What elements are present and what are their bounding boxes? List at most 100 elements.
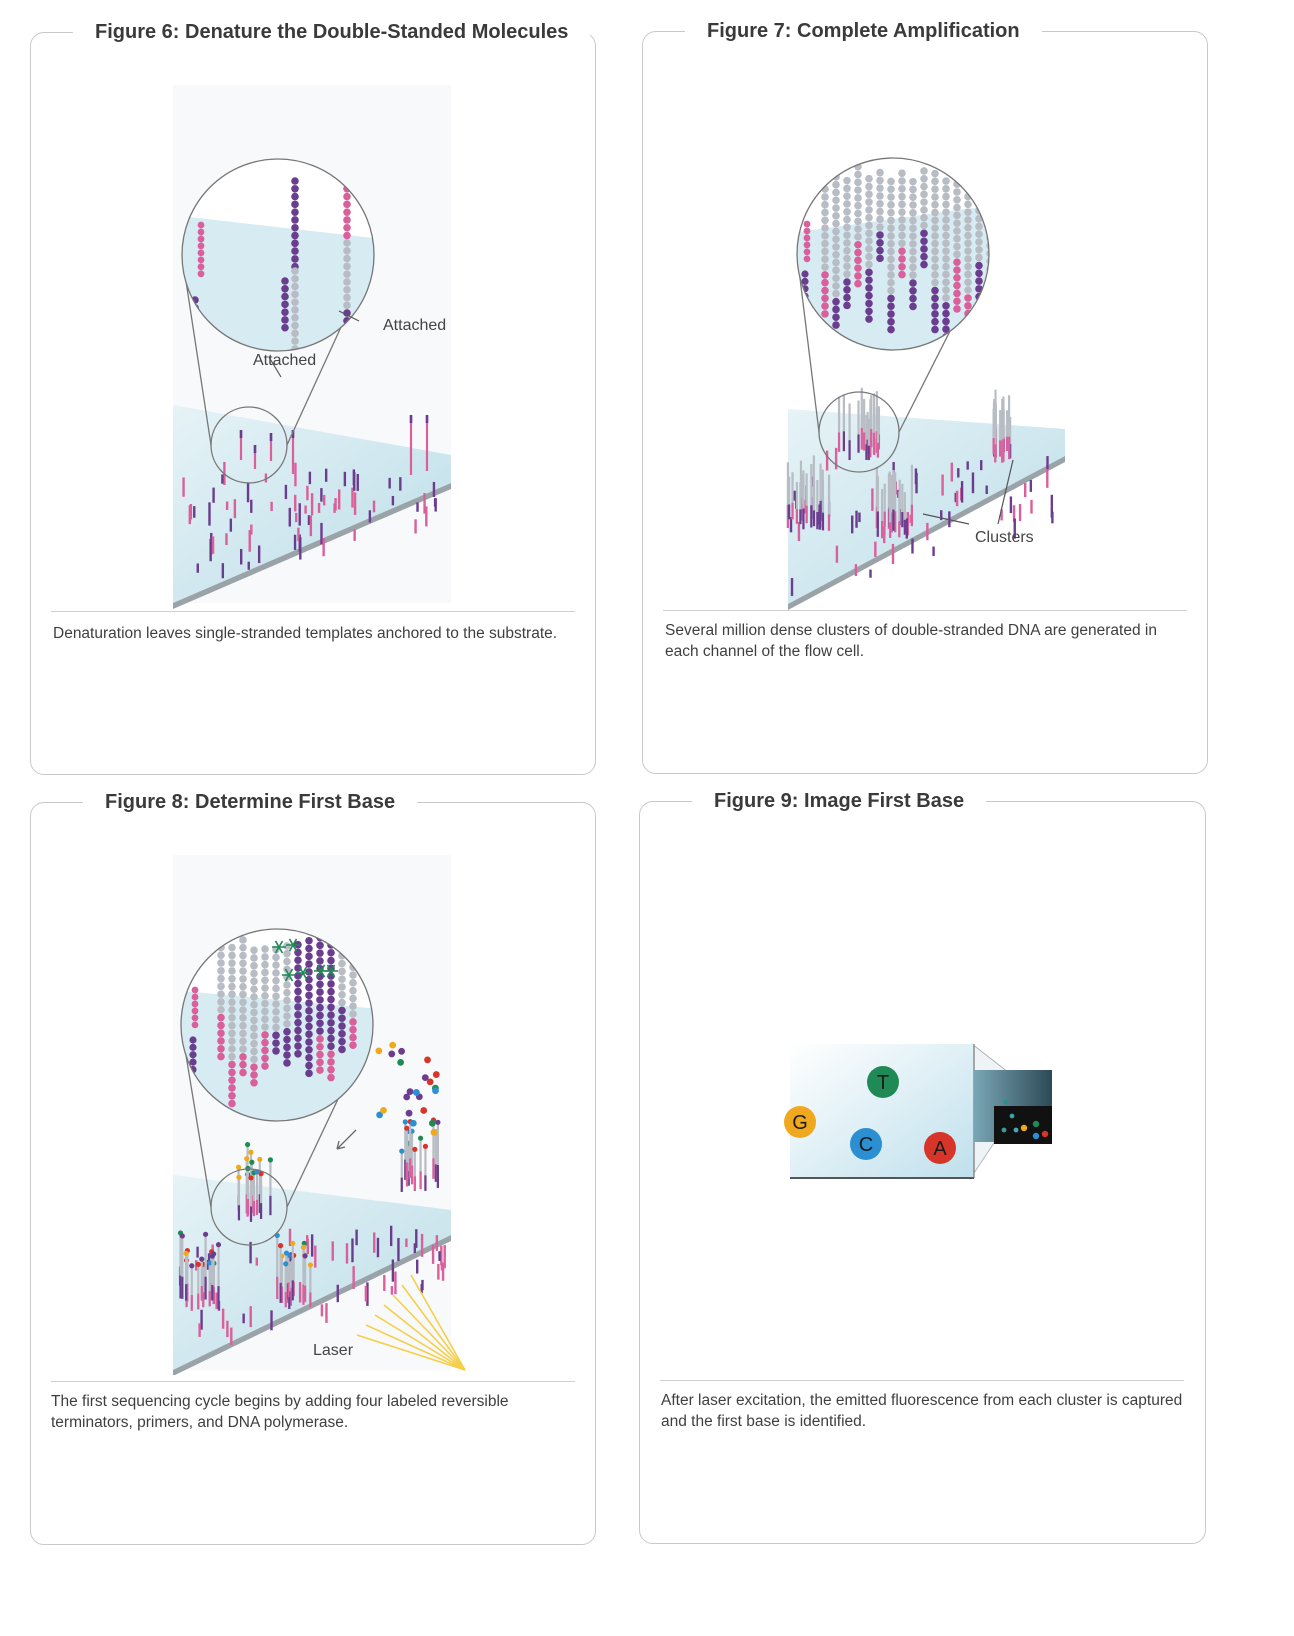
bead [343, 216, 351, 224]
bead [217, 1005, 225, 1014]
bead [191, 986, 199, 994]
bead [832, 188, 840, 197]
figure-6-panel: Figure 6: Denature the Double-Standed Mo… [30, 17, 596, 775]
bead [887, 310, 895, 318]
figure-8-illustration: Laser [173, 855, 466, 1375]
figure-8-title: Figure 8: Determine First Base [83, 787, 418, 817]
bead [189, 1058, 197, 1066]
bead [931, 193, 939, 201]
bead [964, 169, 972, 177]
bead [865, 315, 873, 323]
bead [986, 226, 989, 234]
bead [338, 1014, 346, 1023]
camera-dot [1001, 1127, 1007, 1133]
bead [343, 285, 351, 294]
fluor-star [292, 938, 298, 946]
bead [843, 231, 851, 239]
bead [291, 208, 299, 216]
terminator [244, 1156, 250, 1162]
bead [953, 188, 961, 196]
bead [228, 1099, 236, 1108]
bead [931, 310, 939, 318]
bead [197, 235, 205, 243]
figure-6-illustration: Attached Attached [173, 85, 451, 609]
bead [942, 177, 950, 185]
bead [986, 312, 989, 320]
bead [865, 182, 873, 191]
bead [909, 287, 917, 295]
bead [942, 192, 950, 201]
bead [305, 936, 313, 945]
bead [865, 229, 873, 238]
bead [338, 1037, 346, 1046]
bead [953, 274, 961, 282]
bead [920, 190, 928, 199]
bead [291, 267, 299, 275]
bead [854, 170, 862, 179]
terminator [417, 1135, 424, 1141]
bead [865, 268, 873, 277]
terminator [302, 1253, 308, 1259]
fluor-star [316, 970, 322, 978]
bead [305, 975, 313, 984]
bead [964, 294, 972, 302]
bead [261, 1015, 269, 1024]
bead [272, 1031, 280, 1040]
magnifier-large [796, 157, 990, 351]
bead [228, 990, 236, 999]
bead [305, 1022, 313, 1031]
bead [832, 180, 840, 189]
nucleotide [413, 1089, 420, 1096]
nucleotide [380, 1106, 387, 1114]
bead [854, 240, 862, 249]
bead [261, 945, 269, 953]
bead [281, 308, 289, 316]
base-t-spot [867, 1066, 899, 1098]
bead [865, 252, 873, 261]
bead [876, 168, 884, 177]
bead [975, 160, 983, 168]
bead [821, 216, 829, 225]
bead [942, 348, 950, 350]
bead [898, 177, 906, 185]
terminator [404, 1125, 410, 1131]
bead [931, 263, 939, 271]
bead [843, 246, 851, 255]
nucleotide [432, 1087, 439, 1095]
bead [327, 1050, 335, 1058]
bead [239, 1045, 247, 1053]
bead [261, 1046, 269, 1055]
nucleotide [398, 1047, 405, 1055]
bead [189, 1036, 197, 1044]
terminator [248, 1175, 254, 1181]
bead [942, 184, 950, 193]
bead [191, 1000, 199, 1008]
bead [964, 333, 972, 341]
bead [832, 297, 840, 306]
bead [281, 277, 289, 285]
bead [821, 169, 829, 178]
laser-beams [356, 1274, 466, 1371]
bead [876, 192, 884, 200]
laser-beam [410, 1274, 466, 1371]
terminator [257, 1156, 263, 1162]
bead [942, 309, 950, 318]
bead [909, 193, 917, 201]
bead [239, 951, 247, 960]
bead [887, 325, 895, 334]
bead [942, 216, 950, 224]
bead [843, 262, 851, 271]
bead [953, 266, 961, 274]
bead [228, 1091, 236, 1100]
bead [228, 1060, 236, 1069]
bead [920, 167, 928, 175]
nucleotide [406, 1088, 414, 1096]
bead [821, 193, 829, 201]
figure-6-caption: Denaturation leaves single-stranded temp… [53, 625, 558, 642]
bead [343, 223, 351, 232]
bead [843, 223, 851, 232]
laser-beam [365, 1324, 466, 1371]
bead [291, 313, 299, 322]
fluor-star [284, 968, 290, 976]
bead [349, 986, 357, 995]
